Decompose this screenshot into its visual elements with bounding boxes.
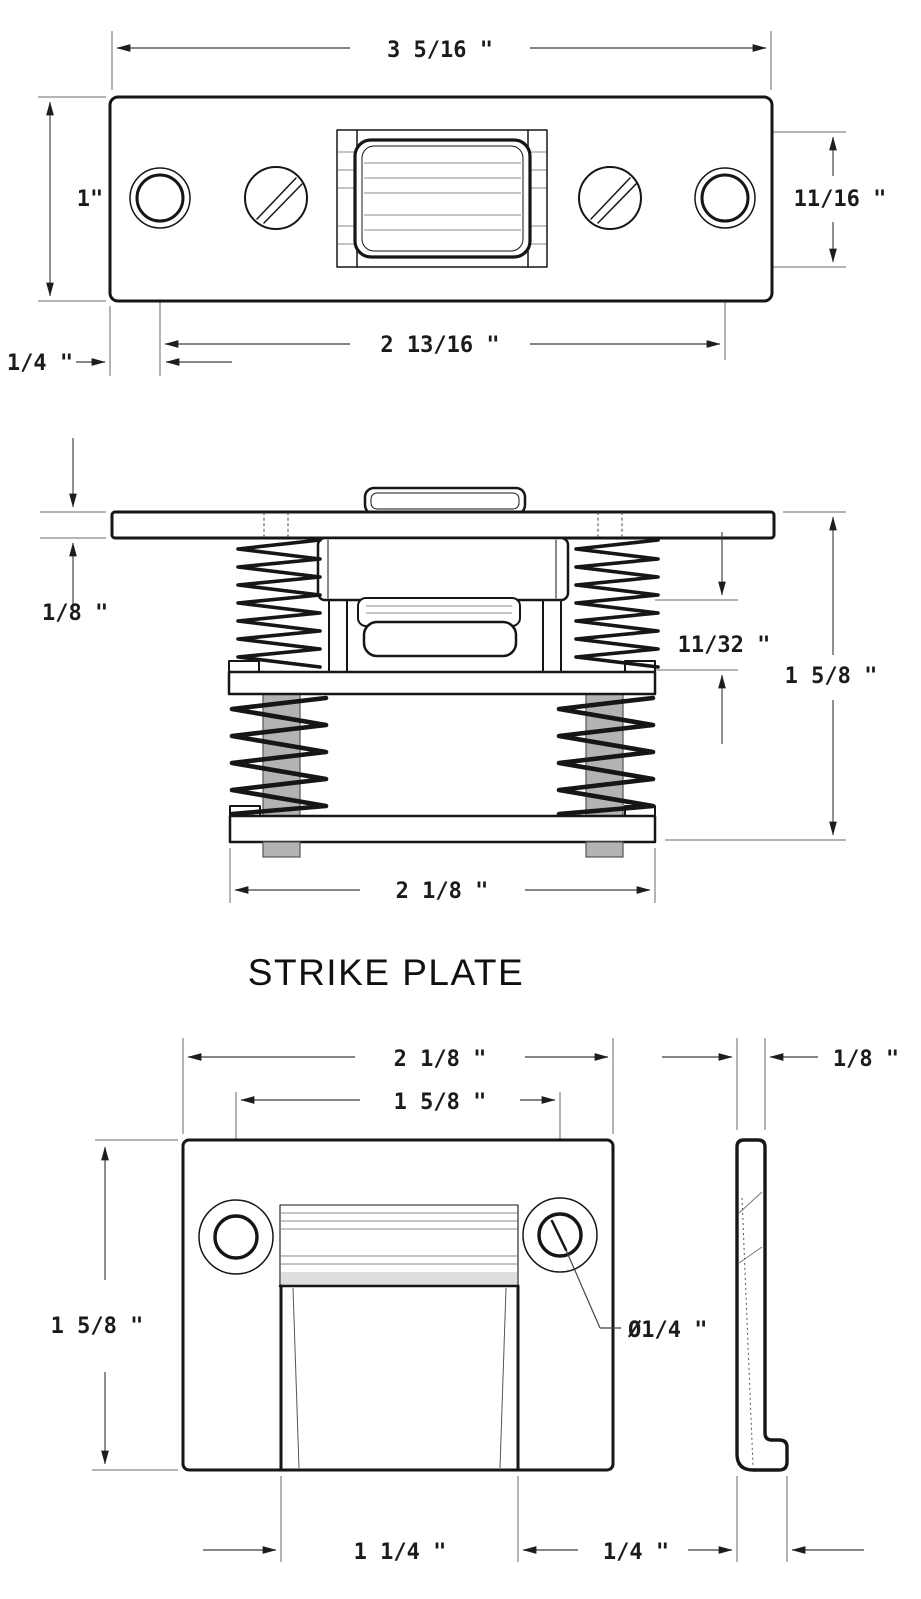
strike-plate-profile-view: 1/8 " 1/4 " xyxy=(603,1038,899,1565)
hidden-screw-holes xyxy=(263,512,623,538)
dim-side-plate-thickness: 1/8 " xyxy=(42,438,108,626)
dim-label-roller-gap: 11/32 " xyxy=(678,633,771,658)
hole-diameter-leader: Ø1/4 " xyxy=(550,1219,707,1343)
profile-hidden-lines xyxy=(738,1191,763,1467)
latch-opening xyxy=(279,1284,520,1470)
dim-label-mechanism-width: 2 1/8 " xyxy=(396,879,489,904)
dim-label-plate-thickness: 1/8 " xyxy=(42,601,108,626)
lower-right-spring xyxy=(556,695,656,817)
strike-plate-outline xyxy=(181,1138,615,1472)
dim-top-hole-spacing: 2 13/16 " xyxy=(164,333,721,358)
dim-label-plate-height: 1" xyxy=(77,187,104,212)
profile-extension-lines xyxy=(736,1038,788,1562)
dim-top-overall-width: 3 5/16 " xyxy=(116,38,767,63)
dim-label-side-overall-height: 1 5/8 " xyxy=(785,664,878,689)
top-view-drawing: 3 5/16 " 1" 11/16 " 2 13/16 " 1/4 " xyxy=(7,31,886,376)
dim-label-strike-width: 2 1/8 " xyxy=(394,1047,487,1072)
dim-strike-opening-width: 1 1/4 " xyxy=(203,1540,578,1565)
left-screw-head xyxy=(244,166,308,230)
strike-left-hole xyxy=(198,1199,274,1275)
dim-label-lip-depth: 1/4 " xyxy=(603,1540,669,1565)
strike-plate-front-view: Ø1/4 " 2 1/8 " 1 5/8 " 1 5/8 " 1 1/4 " xyxy=(51,1038,707,1565)
face-plate-side xyxy=(110,510,776,540)
strike-right-hole xyxy=(522,1197,598,1273)
dim-side-overall-height: 1 5/8 " xyxy=(785,516,878,836)
dim-label-strike-height: 1 5/8 " xyxy=(51,1314,144,1339)
side-view-drawing: 1/8 " 11/32 " 1 5/8 " 2 1/8 " xyxy=(40,438,877,904)
roller-wheel xyxy=(353,138,532,259)
dim-top-edge-to-hole: 1/4 " xyxy=(7,351,232,376)
housing-section xyxy=(316,536,570,602)
dim-top-roller-height: 11/16 " xyxy=(794,136,887,263)
dim-label-roller-height: 11/16 " xyxy=(794,187,887,212)
roller-section xyxy=(357,597,521,658)
dim-label-strike-hole-spacing: 1 5/8 " xyxy=(394,1090,487,1115)
dim-label-overall-width: 3 5/16 " xyxy=(387,38,493,63)
left-stud xyxy=(262,841,301,858)
dim-strike-overall-height: 1 5/8 " xyxy=(51,1146,144,1465)
bottom-bracket-plate xyxy=(228,805,657,858)
right-screw-head xyxy=(578,166,642,230)
lower-left-spring xyxy=(229,695,329,817)
dim-top-plate-height: 1" xyxy=(46,101,104,297)
middle-bracket-bar xyxy=(227,660,657,696)
drawing-title: STRIKE PLATE xyxy=(248,952,524,993)
upper-left-spring xyxy=(236,538,322,669)
dim-label-opening-width: 1 1/4 " xyxy=(354,1540,447,1565)
dim-label-hole-spacing: 2 13/16 " xyxy=(380,333,499,358)
dim-label-edge-to-hole: 1/4 " xyxy=(7,351,73,376)
roller-contact-face xyxy=(278,1204,520,1288)
dim-side-roller-gap: 11/32 " xyxy=(678,532,771,744)
bracket-arms xyxy=(328,599,562,672)
dim-profile-lip-depth: 1/4 " xyxy=(603,1540,864,1565)
dim-profile-thickness: 1/8 " xyxy=(662,1047,899,1072)
right-stud xyxy=(585,841,624,858)
upper-right-spring xyxy=(574,538,660,669)
dim-strike-hole-spacing: 1 5/8 " xyxy=(240,1090,556,1115)
right-mounting-hole xyxy=(694,167,756,229)
dim-side-mechanism-width: 2 1/8 " xyxy=(234,879,651,904)
roller-cap xyxy=(363,486,527,516)
dim-label-profile-thickness: 1/8 " xyxy=(833,1047,899,1072)
left-mounting-hole xyxy=(129,167,191,229)
profile-outline xyxy=(735,1138,789,1472)
dim-label-hole-diameter: Ø1/4 " xyxy=(627,1318,707,1343)
dim-strike-overall-width: 2 1/8 " xyxy=(187,1047,609,1072)
